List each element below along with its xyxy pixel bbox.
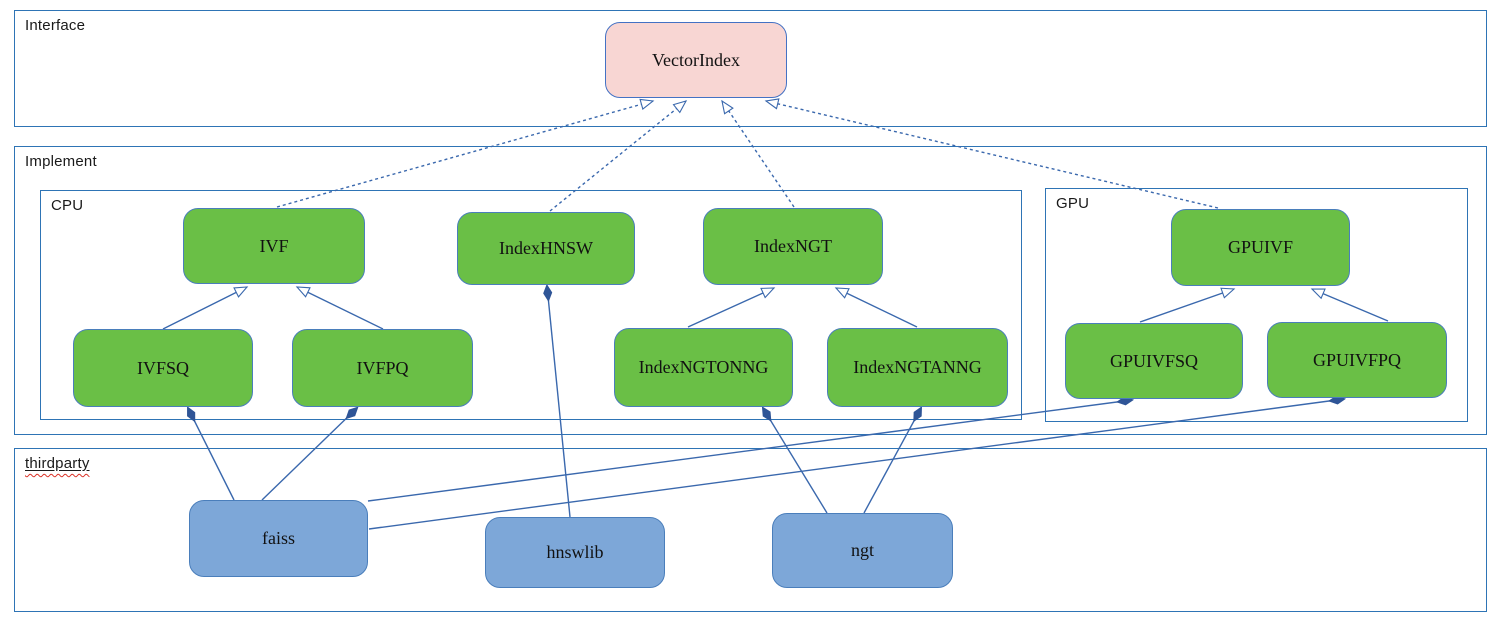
node-gpuivf-label: GPUIVF	[1227, 237, 1293, 257]
node-ivfsq-label: IVFSQ	[136, 357, 189, 378]
node-indexngtonng: IndexNGTONNG	[614, 328, 793, 407]
node-gpuivfpq: GPUIVFPQ	[1267, 322, 1447, 398]
node-ngt: ngt	[772, 513, 953, 588]
node-indexngtanng-label: IndexNGTANNG	[853, 357, 982, 377]
node-gpuivfsq: GPUIVFSQ	[1065, 323, 1243, 399]
node-faiss-label: faiss	[262, 528, 295, 548]
group-implement-label: Implement	[25, 153, 97, 170]
group-cpu-label: CPU	[51, 197, 84, 214]
group-thirdparty-label: thirdparty	[25, 455, 90, 472]
group-interface-label: Interface	[25, 17, 86, 34]
node-ivf-label: IVF	[259, 235, 289, 256]
node-gpuivfpq-label: GPUIVFPQ	[1312, 349, 1402, 370]
node-vectorindex-label: VectorIndex	[652, 49, 740, 70]
node-gpuivf: GPUIVF	[1171, 209, 1350, 286]
node-ivfpq: IVFPQ	[292, 329, 473, 407]
node-ivf: IVF	[183, 208, 365, 284]
node-gpuivfsq-label: GPUIVFSQ	[1109, 350, 1199, 371]
node-indexngt: IndexNGT	[703, 208, 883, 285]
node-ngt-label: ngt	[850, 540, 874, 560]
node-ivfpq-label: IVFPQ	[356, 357, 409, 378]
node-faiss: faiss	[189, 500, 368, 577]
group-thirdparty-label-text: thirdparty	[25, 455, 90, 472]
node-vectorindex: VectorIndex	[605, 22, 787, 98]
node-hnswlib: hnswlib	[485, 517, 665, 588]
group-gpu-label: GPU	[1056, 195, 1090, 212]
node-indexhnsw: IndexHNSW	[457, 212, 635, 285]
node-indexngt-label: IndexNGT	[754, 236, 832, 256]
node-indexngtanng: IndexNGTANNG	[827, 328, 1008, 407]
node-hnswlib-label: hnswlib	[546, 542, 604, 562]
node-ivfsq: IVFSQ	[73, 329, 253, 407]
node-indexhnsw-label: IndexHNSW	[499, 238, 593, 258]
node-indexngtonng-label: IndexNGTONNG	[638, 357, 769, 377]
